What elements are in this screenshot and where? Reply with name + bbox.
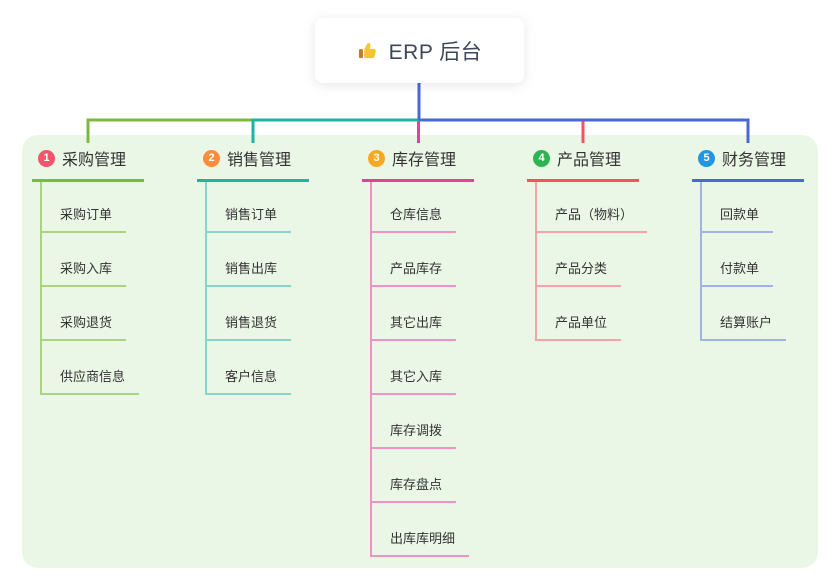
branch-label: 产品管理 xyxy=(557,152,622,169)
child-node[interactable]: 产品分类 xyxy=(537,233,622,287)
child-node[interactable]: 采购订单 xyxy=(42,182,127,233)
branch-label: 销售管理 xyxy=(227,152,292,169)
child-node[interactable]: 付款单 xyxy=(702,233,774,287)
branch-number-badge: 1 xyxy=(38,149,55,167)
child-node[interactable]: 其它入库 xyxy=(372,341,457,395)
branch-inventory: 3 库存管理 仓库信息 产品库存 其它出库 其它入库 库存调拨 库存盘点 出库库… xyxy=(362,146,474,557)
child-node[interactable]: 回款单 xyxy=(702,182,774,233)
branch-node[interactable]: 4 产品管理 xyxy=(527,146,639,182)
child-node[interactable]: 结算账户 xyxy=(702,287,787,341)
branch-children: 采购订单 采购入库 采购退货 供应商信息 xyxy=(40,182,140,395)
branch-number-badge: 3 xyxy=(368,149,385,167)
child-node[interactable]: 客户信息 xyxy=(207,341,292,395)
branch-node[interactable]: 5 财务管理 xyxy=(692,146,804,182)
child-node[interactable]: 产品库存 xyxy=(372,233,457,287)
branch-children: 回款单 付款单 结算账户 xyxy=(700,182,787,341)
child-node[interactable]: 产品单位 xyxy=(537,287,622,341)
branch-finance: 5 财务管理 回款单 付款单 结算账户 xyxy=(692,146,804,341)
branch-number-badge: 4 xyxy=(533,149,550,167)
child-node[interactable]: 采购退货 xyxy=(42,287,127,341)
child-node[interactable]: 销售退货 xyxy=(207,287,292,341)
branch-node[interactable]: 1 采购管理 xyxy=(32,146,144,182)
child-node[interactable]: 采购入库 xyxy=(42,233,127,287)
child-node[interactable]: 仓库信息 xyxy=(372,182,457,233)
child-node[interactable]: 其它出库 xyxy=(372,287,457,341)
branch-label: 采购管理 xyxy=(62,152,127,169)
branch-sales: 2 销售管理 销售订单 销售出库 销售退货 客户信息 xyxy=(197,146,309,395)
branch-node[interactable]: 3 库存管理 xyxy=(362,146,474,182)
branch-label: 财务管理 xyxy=(722,152,787,169)
child-node[interactable]: 库存调拨 xyxy=(372,395,457,449)
branch-children: 仓库信息 产品库存 其它出库 其它入库 库存调拨 库存盘点 出库库明细 xyxy=(370,182,470,557)
branch-product: 4 产品管理 产品（物料） 产品分类 产品单位 xyxy=(527,146,648,341)
child-node[interactable]: 出库库明细 xyxy=(372,503,470,557)
child-node[interactable]: 供应商信息 xyxy=(42,341,140,395)
thumbs-up-icon xyxy=(358,43,376,59)
branches-panel xyxy=(22,135,818,568)
root-node-label: ERP 后台 xyxy=(388,40,483,64)
branch-purchase: 1 采购管理 采购订单 采购入库 采购退货 供应商信息 xyxy=(32,146,144,395)
child-node[interactable]: 销售订单 xyxy=(207,182,292,233)
branch-label: 库存管理 xyxy=(392,152,457,169)
branch-node[interactable]: 2 销售管理 xyxy=(197,146,309,182)
branch-number-badge: 2 xyxy=(203,149,220,167)
child-node[interactable]: 销售出库 xyxy=(207,233,292,287)
branch-children: 产品（物料） 产品分类 产品单位 xyxy=(535,182,648,341)
child-node[interactable]: 产品（物料） xyxy=(537,182,648,233)
root-node[interactable]: ERP 后台 xyxy=(315,18,524,83)
branch-children: 销售订单 销售出库 销售退货 客户信息 xyxy=(205,182,292,395)
branch-number-badge: 5 xyxy=(698,149,715,167)
child-node[interactable]: 库存盘点 xyxy=(372,449,457,503)
